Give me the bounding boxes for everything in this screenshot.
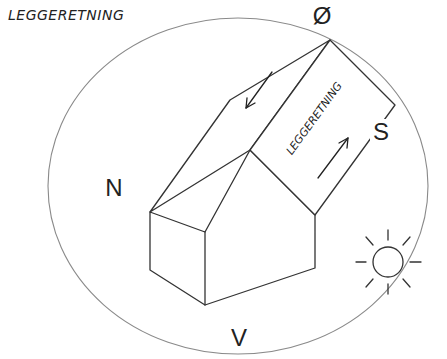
- roof-arrows: [246, 72, 348, 178]
- house-drawing: [150, 40, 395, 305]
- compass-circle: [48, 18, 428, 354]
- compass-letter: S: [370, 119, 392, 145]
- note-label: LEGGERETNING: [8, 8, 124, 22]
- sun-symbol: [356, 230, 421, 294]
- compass-letter: N: [102, 175, 125, 201]
- compass-letter: V: [228, 325, 250, 351]
- compass-letter: Ø: [310, 3, 335, 29]
